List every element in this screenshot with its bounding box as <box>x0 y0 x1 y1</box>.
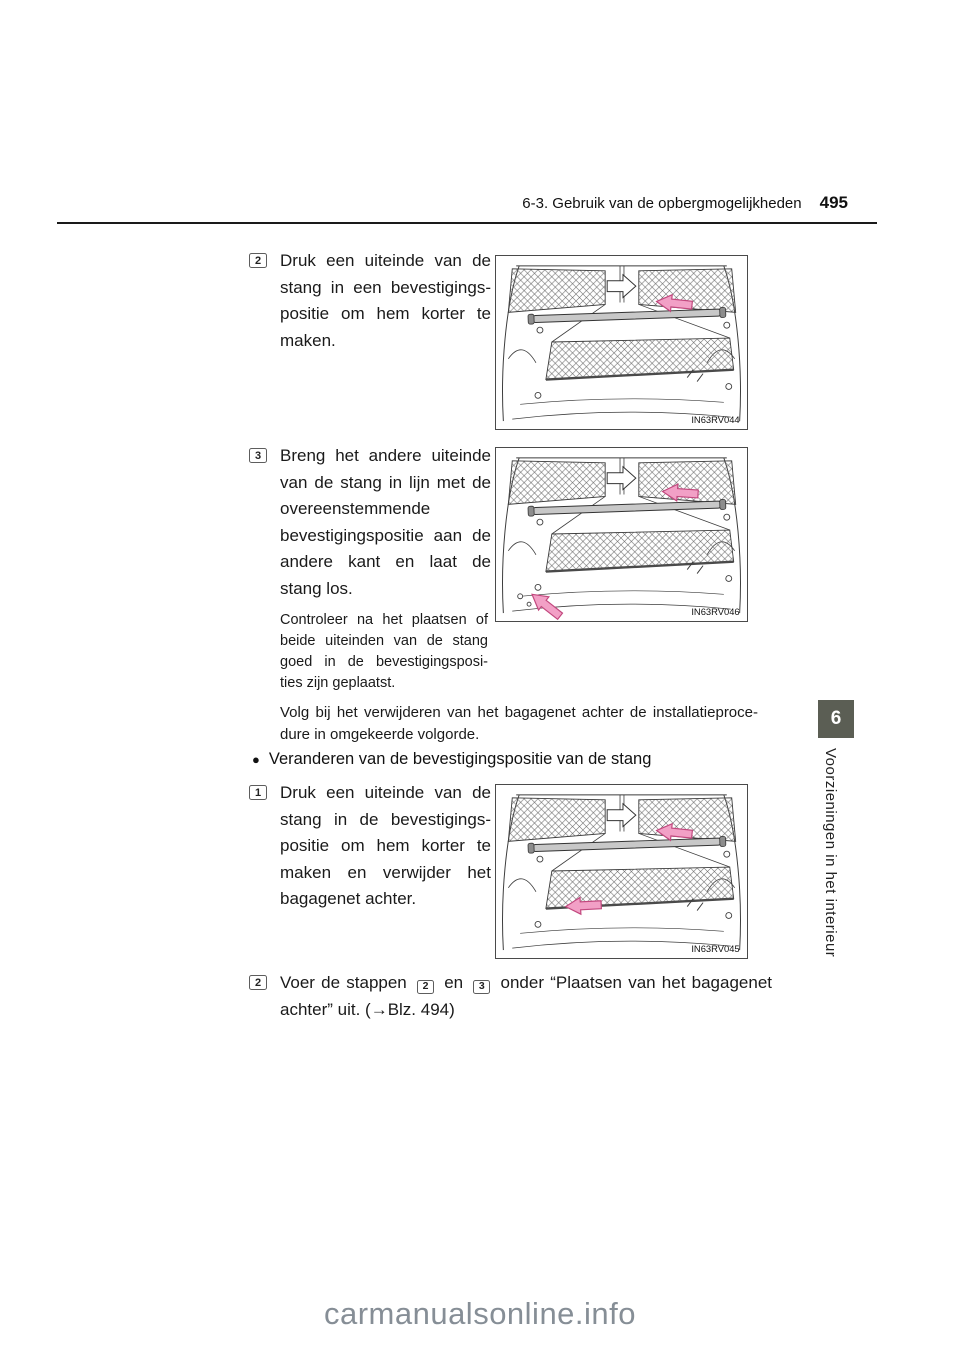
cargo-net-rod <box>527 499 727 517</box>
hook-details <box>686 898 704 911</box>
press-arrow-icon <box>655 293 694 313</box>
lower-net-bar <box>545 368 734 381</box>
upper-net-right <box>638 460 737 505</box>
figure-cargo-net-2: IN63RV046 <box>495 447 748 622</box>
step-text-part: en <box>444 973 464 992</box>
figure-cargo-net-1: IN63RV044 <box>495 255 748 430</box>
page-header: 6-3. Gebruik van de opbergmogelijkheden … <box>57 193 848 213</box>
net-drape-lines <box>551 496 730 535</box>
hook-details <box>686 561 704 574</box>
bullet-icon: ● <box>252 752 260 767</box>
watermark: carmanualsonline.info <box>323 1296 637 1331</box>
chapter-title-vertical: Voorzieningen in het interieur <box>822 748 839 958</box>
figure-code: IN63RV045 <box>691 943 739 954</box>
figure-cargo-net-3: IN63RV045 <box>495 784 748 959</box>
step-number-badge: 2 <box>249 975 267 990</box>
direction-arrow-icon <box>606 465 637 491</box>
page-number: 495 <box>819 193 848 212</box>
press-arrow-icon <box>655 822 694 842</box>
press-arrow-icon <box>661 483 699 502</box>
step-ref-badge: 3 <box>473 979 491 994</box>
lower-net <box>545 337 735 381</box>
bullet-heading-label: Veranderen van de bevestigingspositie va… <box>268 750 652 768</box>
cargo-net-illustration-1: IN63RV044 <box>502 265 741 425</box>
figure-code: IN63RV046 <box>691 606 739 617</box>
fastener-dots <box>534 321 733 399</box>
upper-net-left <box>507 460 606 505</box>
lower-net-bar <box>545 560 734 573</box>
lower-net <box>545 529 735 573</box>
net-drape-lines <box>551 304 730 343</box>
cargo-net-rod <box>527 836 727 854</box>
section-title: 6-3. Gebruik van de opbergmogelijkheden <box>522 195 802 212</box>
chapter-tab: 6 <box>818 700 854 738</box>
step-text: Voer de stappen 2 en 3 onder “Plaatsen v… <box>280 969 772 1023</box>
removal-instructions: Volg bij het verwijderen van het bagagen… <box>280 704 758 743</box>
chapter-number: 6 <box>830 708 842 729</box>
press-arrow-lower-icon <box>564 896 603 916</box>
step-number-badge: 3 <box>249 448 267 463</box>
upper-net-left <box>507 268 606 313</box>
upper-net-left <box>507 797 606 842</box>
step-number-badge: 2 <box>249 253 267 268</box>
fastener-dots <box>517 513 733 607</box>
bullet-list-heading: ● Veranderen van de bevestigingspositie … <box>252 750 651 769</box>
fastener-dots <box>534 850 733 928</box>
header-rule <box>57 222 877 224</box>
step-number-badge: 1 <box>249 785 267 800</box>
cargo-net-rod <box>527 307 727 325</box>
net-drape-lines <box>551 833 730 872</box>
direction-arrow-icon <box>606 273 637 299</box>
trunk-outline <box>502 265 741 422</box>
step-ref-badge: 2 <box>416 979 434 994</box>
hook-details <box>686 369 704 382</box>
figure-code: IN63RV044 <box>691 414 739 425</box>
lower-net <box>545 866 735 910</box>
release-arrow-icon <box>531 593 564 621</box>
direction-arrow-icon <box>606 802 637 828</box>
cargo-net-illustration-3: IN63RV045 <box>502 794 741 954</box>
step-text-part: onder “Plaatsen van het bagagenet achter… <box>280 973 772 1019</box>
step-text-part: Voer de stappen <box>280 973 407 992</box>
cargo-net-illustration-2: IN63RV046 <box>502 457 741 621</box>
